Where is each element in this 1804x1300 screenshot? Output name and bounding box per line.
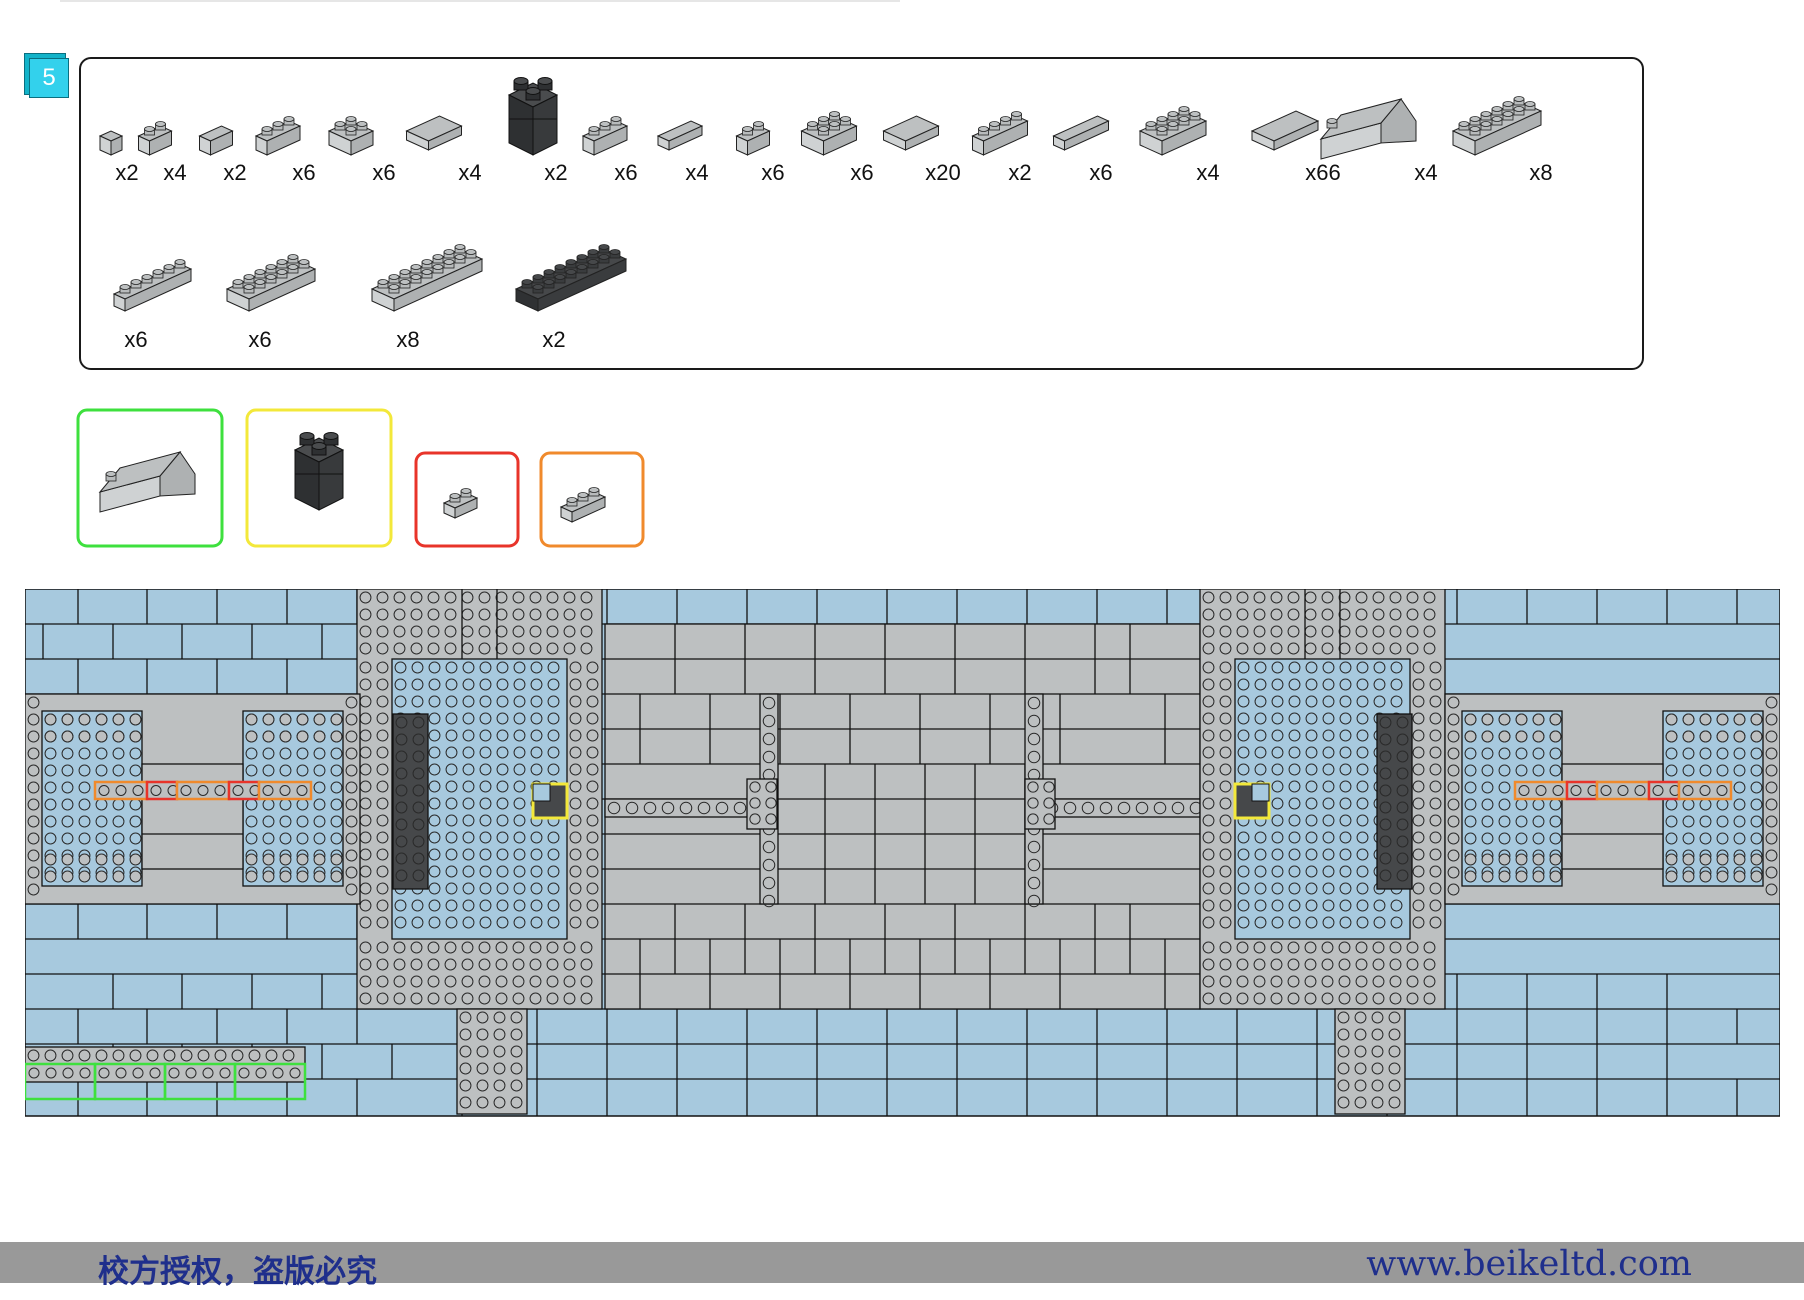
step-badge: 5	[24, 53, 69, 98]
part-17	[1319, 98, 1417, 160]
build-plate	[25, 589, 1780, 1117]
parts-list-panel	[79, 57, 1644, 370]
part-quantity: x6	[124, 327, 147, 352]
part-quantity: x6	[614, 160, 637, 185]
part-20	[225, 254, 317, 312]
part-quantity: x4	[458, 160, 481, 185]
parts-list: x2 x4 x2 x6 x6 x4 x2 x6 x4 x6 x6 x20 x2 x6 x4 x66 x4 x8 x6…	[98, 77, 1553, 352]
footer-bar: 校方授权，盗版必究 www.beikeltd.com	[0, 1242, 1804, 1290]
highlight-3	[414, 451, 520, 548]
part-2	[137, 121, 173, 156]
part-quantity: x4	[163, 160, 186, 185]
part-quantity: x6	[761, 160, 784, 185]
part-quantity: x8	[1529, 160, 1552, 185]
part-7	[507, 77, 559, 156]
part-9	[656, 120, 704, 151]
part-21	[370, 244, 484, 312]
part-quantity: x2	[1008, 160, 1031, 185]
part-quantity: x2	[223, 160, 246, 185]
part-14	[1052, 115, 1110, 151]
highlight-4	[539, 451, 645, 548]
part-quantity: x2	[115, 160, 138, 185]
part-4	[254, 116, 302, 156]
part-16	[1250, 110, 1320, 151]
part-quantity: x4	[1414, 160, 1437, 185]
part-quantity: x8	[396, 327, 419, 352]
part-18	[1451, 96, 1543, 156]
part-quantity: x6	[372, 160, 395, 185]
part-19	[112, 259, 193, 312]
part-22	[514, 244, 628, 312]
part-quantity: x2	[542, 327, 565, 352]
highlighted-parts	[76, 408, 645, 548]
part-quantity: x4	[1196, 160, 1219, 185]
copyright-notice: 校方授权，盗版必究	[98, 1254, 377, 1290]
part-15	[1138, 106, 1208, 156]
part-quantity: x66	[1305, 160, 1340, 185]
part-quantity: x6	[850, 160, 873, 185]
step-number: 5	[29, 58, 69, 98]
part-10	[735, 121, 771, 156]
part-quantity: x6	[292, 160, 315, 185]
part-1	[98, 130, 124, 156]
part-quantity: x4	[685, 160, 708, 185]
part-quantity: x20	[925, 160, 960, 185]
part-6	[405, 115, 463, 151]
part-quantity: x2	[544, 160, 567, 185]
part-quantity: x6	[248, 327, 271, 352]
part-13	[971, 111, 1029, 156]
highlight-1	[76, 408, 224, 548]
website-link[interactable]: www.beikeltd.com	[1366, 1244, 1692, 1284]
part-5	[327, 116, 375, 156]
part-12	[882, 115, 940, 151]
part-11	[800, 111, 858, 156]
part-8	[581, 116, 629, 156]
highlight-2	[245, 408, 393, 548]
part-quantity: x6	[1089, 160, 1112, 185]
top-rule	[60, 0, 900, 2]
part-3	[198, 125, 234, 156]
